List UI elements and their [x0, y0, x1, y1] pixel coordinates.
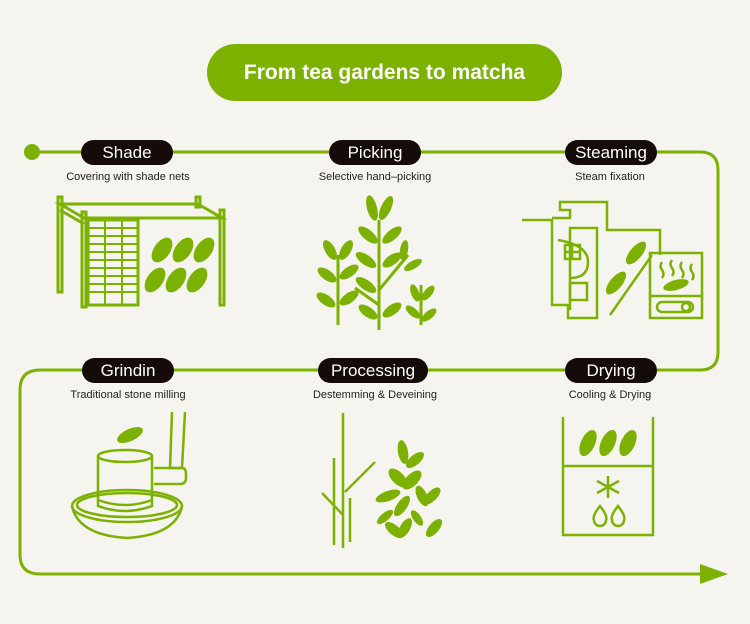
- title-banner: From tea gardens to matcha: [207, 44, 562, 101]
- step-steaming-desc: Steam fixation: [575, 171, 645, 183]
- shade-net-icon: [54, 195, 228, 309]
- step-picking-label: Picking: [329, 140, 421, 165]
- step-drying-desc: Cooling & Drying: [568, 389, 652, 401]
- step-grinding-desc: Traditional stone milling: [70, 389, 186, 401]
- step-shade-desc: Covering with shade nets: [66, 171, 190, 183]
- step-grinding-label: Grindin: [82, 358, 174, 383]
- stone-mill-icon: [70, 411, 188, 540]
- step-drying-label: Drying: [565, 358, 657, 383]
- tea-plant-icon: [316, 195, 437, 330]
- end-arrow-icon: [700, 564, 728, 584]
- step-processing-label: Processing: [318, 358, 428, 383]
- stems-leaves-icon: [321, 413, 443, 548]
- drying-box-icon: [561, 417, 655, 537]
- step-picking-desc: Selective hand–picking: [318, 171, 432, 183]
- step-steaming-label: Steaming: [565, 140, 657, 165]
- step-shade-label: Shade: [81, 140, 173, 165]
- steaming-machine-icon: [522, 200, 704, 320]
- step-processing-desc: Destemming & Deveining: [312, 389, 438, 401]
